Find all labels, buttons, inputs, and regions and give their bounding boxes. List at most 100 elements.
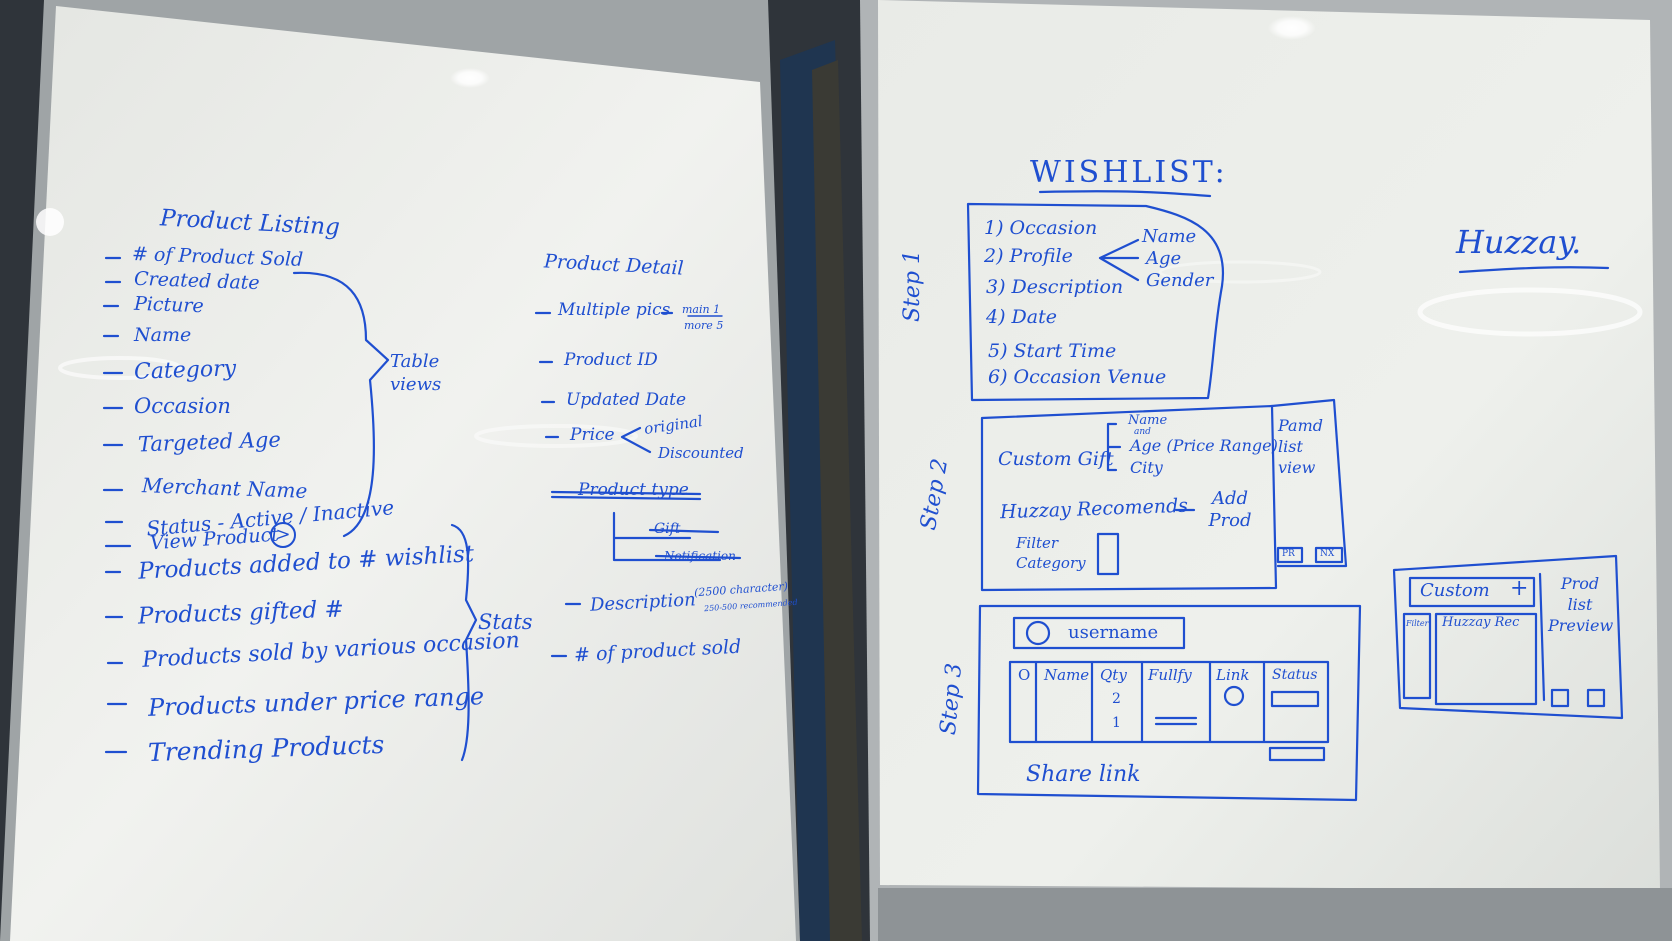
light-reflection (1158, 260, 1322, 284)
preview-plus-icon: + (1510, 576, 1529, 601)
preview-side-tab-label: Filter (1406, 619, 1429, 628)
strike-product-type (550, 490, 702, 496)
qty-value: 2 (1112, 691, 1121, 707)
step1-item: 2) Profile (984, 245, 1073, 267)
wishlist-title: WISHLIST: (1030, 155, 1228, 190)
avatar-circle (1025, 620, 1051, 646)
stats-label: Stats (478, 610, 533, 634)
preview-box (1392, 554, 1624, 720)
strike-gift (648, 528, 720, 534)
table-header: Name (1044, 666, 1090, 684)
profile-field: Gender (1146, 270, 1214, 291)
side-btn-prev (1276, 546, 1304, 564)
listing-item: Category (133, 356, 237, 385)
filter-box (1096, 532, 1120, 576)
preview-btn (1586, 688, 1606, 708)
listing-item: Picture (133, 292, 205, 318)
strike-notification (654, 554, 742, 560)
custom-field: Name (1128, 413, 1168, 428)
wishlist-table (1008, 660, 1330, 744)
table-views-label: Table views (390, 351, 442, 396)
light-reflection (1268, 16, 1316, 40)
share-link-label: Share link (1026, 762, 1141, 787)
step1-item: 3) Description (986, 276, 1124, 298)
custom-gift-label: Custom Gift (998, 448, 1114, 470)
custom-field: and (1134, 427, 1151, 437)
right-board (878, 0, 1660, 890)
step1-item: 4) Date (986, 306, 1057, 328)
detail-product-type: Product type (578, 480, 689, 500)
table-header: Fullfy (1148, 666, 1192, 684)
preview-btn (1550, 688, 1570, 708)
light-reflection (58, 356, 182, 380)
filter-label: Filter Category (1016, 534, 1086, 572)
step3-box (976, 604, 1362, 802)
detail-type-gift: Gift (654, 521, 681, 537)
username-field (1012, 616, 1186, 650)
light-reflection (1417, 287, 1643, 337)
detail-dashes (534, 311, 674, 658)
listing-item: Occasion (134, 394, 231, 418)
detail-price-discounted: Discounted (658, 444, 744, 462)
wishlist-underline (1038, 190, 1212, 198)
step1-box (966, 202, 1225, 402)
listing-item: Created date (133, 267, 261, 295)
light-reflection (36, 208, 64, 236)
detail-pics-main: main 1 (682, 303, 721, 316)
table-header: O (1018, 666, 1031, 684)
detail-product-id: Product ID (564, 350, 658, 370)
add-prod-label: Add Prod (1208, 488, 1252, 531)
username-label: username (1068, 622, 1159, 643)
status-footer (1268, 746, 1326, 762)
brand-name: Huzzay. (1456, 223, 1582, 261)
huzzay-rec-panel (1434, 612, 1538, 706)
custom-field: Age (Price Range) (1130, 436, 1278, 455)
side-btn-next (1314, 546, 1344, 564)
custom-field: City (1130, 458, 1163, 477)
preview-prod-list-label: Prod list Preview (1548, 574, 1614, 635)
right-board-ledge (878, 888, 1672, 941)
step1-item: 1) Occasion (984, 217, 1098, 239)
preview-side-tab (1402, 612, 1432, 700)
stats-dashes (104, 570, 128, 754)
preview-custom-label: Custom (1420, 580, 1490, 601)
stats-brace (450, 523, 478, 762)
table-header: Qty (1100, 666, 1127, 684)
price-branch (620, 426, 652, 454)
step2-box (980, 404, 1278, 592)
preview-huzzay-rec: Huzzay Rec (1442, 615, 1520, 630)
detail-updated-date: Updated Date (566, 390, 687, 410)
link-icon (1223, 685, 1245, 707)
window-gap (812, 60, 862, 941)
light-reflection (450, 68, 490, 88)
view-product-icon: > (270, 522, 296, 548)
strike-product-type (550, 495, 702, 501)
status-chip (1270, 690, 1320, 708)
detail-type-notification: Notification (664, 549, 736, 563)
detail-pics-more: more 5 (684, 319, 724, 332)
step1-label: Step 1 (900, 249, 925, 322)
custom-gift-bracket (1106, 422, 1122, 472)
product-type-tree (612, 511, 722, 562)
detail-multiple-pics: Multiple pics (558, 300, 671, 320)
detail-price: Price (570, 425, 615, 445)
custom-bar (1408, 576, 1536, 608)
table-header: Link (1216, 666, 1250, 684)
listing-dashes (102, 256, 132, 548)
step1-item: 6) Occasion Venue (988, 366, 1167, 388)
brand-underline (1458, 266, 1610, 274)
side-panel-label: Pamd list view (1278, 416, 1323, 477)
side-btn-prev-label: PR (1282, 549, 1295, 559)
profile-arrows (1098, 238, 1140, 282)
left-board (10, 6, 796, 941)
table-header: Status (1272, 667, 1318, 683)
listing-item: Name (134, 324, 192, 346)
side-btn-next-label: NX (1320, 549, 1335, 559)
listing-item: Merchant Name (141, 473, 308, 503)
step1-item: 5) Start Time (988, 340, 1117, 362)
step2-side-panel (1270, 398, 1348, 568)
light-reflection (474, 424, 638, 448)
